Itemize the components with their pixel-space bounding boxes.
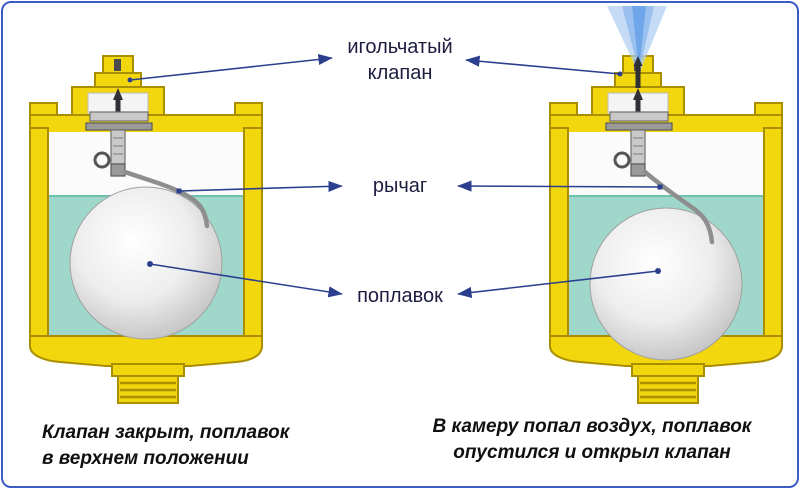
left-valve	[28, 54, 264, 405]
caption-left-line2: в верхнем положении	[42, 448, 249, 469]
label-needle-valve-line2: клапан	[367, 62, 433, 84]
caption-right-line2: опустился и открыл клапан	[453, 442, 731, 463]
right-valve	[548, 6, 784, 405]
label-lever: рычаг	[372, 175, 428, 197]
caption-right-valve-state: В камеру попал воздух, поплавок опустилс…	[396, 414, 788, 466]
callout-line-float-right	[457, 270, 659, 299]
callout-line-lever-right	[457, 180, 661, 192]
label-float: поплавок	[357, 285, 443, 307]
right-lever	[642, 169, 715, 245]
label-needle-valve: игольчатый клапан	[300, 34, 500, 86]
callout-line-float-left	[149, 263, 343, 298]
callout-line-needle-right	[465, 55, 621, 75]
label-needle-valve-line1: игольчатый	[347, 36, 453, 58]
air-spray-icon	[607, 6, 667, 88]
caption-left-line1: Клапан закрыт, поплавок	[42, 422, 290, 443]
caption-right-line1: В камеру попал воздух, поплавок	[432, 416, 752, 437]
callout-line-needle-left	[129, 53, 333, 81]
caption-left-valve-state: Клапан закрыт, поплавок в верхнем положе…	[42, 420, 377, 472]
callout-line-lever-left	[178, 180, 343, 193]
left-float	[69, 186, 223, 340]
callout-lines	[127, 53, 663, 299]
right-float	[589, 207, 743, 361]
